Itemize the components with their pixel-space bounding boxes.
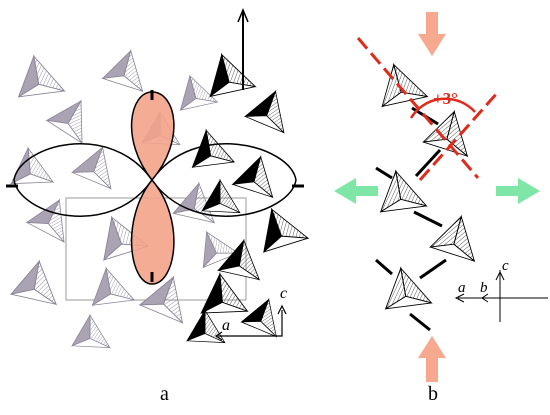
arrow-top — [418, 12, 446, 56]
arrow-left — [334, 178, 378, 204]
gray-tetrahedron — [70, 145, 112, 190]
chain-tetrahedron — [379, 169, 428, 213]
chain-tetrahedron — [429, 215, 476, 263]
chain-link — [419, 258, 447, 280]
chain-link — [414, 148, 442, 178]
gray-tetrahedron — [138, 275, 184, 325]
gray-tetrahedron — [9, 259, 58, 306]
panel-a: c a a — [6, 8, 310, 405]
chain-link — [409, 312, 431, 332]
chain-link — [375, 166, 393, 180]
gray-tetrahedron — [45, 99, 83, 145]
black-tetrahedron — [263, 207, 310, 254]
panel-label-b: b — [428, 383, 438, 405]
panel-label-a: a — [160, 383, 169, 405]
angle-label: +3° — [433, 89, 458, 108]
axes-b: c a b — [454, 258, 548, 322]
gray-tetrahedron — [25, 198, 65, 244]
axis-label-c-b: c — [502, 258, 509, 274]
panel-b: +3° c a b b — [334, 12, 548, 405]
chain-link — [413, 210, 443, 228]
axis-label-b-b: b — [480, 280, 488, 296]
gray-tetrahedron — [91, 266, 136, 307]
axis-label-a: a — [222, 317, 230, 334]
black-tetrahedron — [209, 52, 257, 98]
black-tetrahedron — [240, 298, 277, 338]
gray-tetrahedron — [17, 54, 66, 98]
axis-label-a-b: a — [458, 280, 466, 296]
axis-label-c: c — [280, 285, 287, 302]
black-tetrahedron — [201, 178, 241, 214]
black-tetrahedron — [217, 238, 261, 281]
black-tetrahedron — [200, 272, 249, 315]
arrow-bottom — [418, 336, 446, 382]
chain-link — [375, 258, 393, 276]
gray-tetrahedron — [179, 74, 219, 112]
chain-tetrahedron — [384, 266, 433, 310]
vertical-lobes — [130, 91, 175, 285]
angle-arc — [409, 97, 476, 119]
tetrahedra-chain — [375, 62, 476, 332]
axes-a: c a — [214, 285, 287, 341]
black-tetrahedron — [243, 89, 285, 134]
chain-tetrahedron — [381, 62, 429, 108]
gray-tetrahedron — [71, 313, 111, 349]
gray-tetrahedra-layer — [9, 49, 240, 349]
black-tetrahedron — [231, 155, 274, 199]
black-tetrahedron — [191, 128, 236, 169]
black-tetrahedra-layer — [186, 52, 310, 344]
chain-tetrahedron — [422, 110, 469, 158]
vertical-direction-arrowhead — [237, 8, 249, 23]
gray-tetrahedron — [10, 146, 55, 185]
black-tetrahedron — [186, 308, 226, 344]
arrow-right — [496, 178, 540, 204]
gray-tetrahedron — [101, 49, 144, 93]
gray-tetrahedron — [172, 181, 216, 224]
